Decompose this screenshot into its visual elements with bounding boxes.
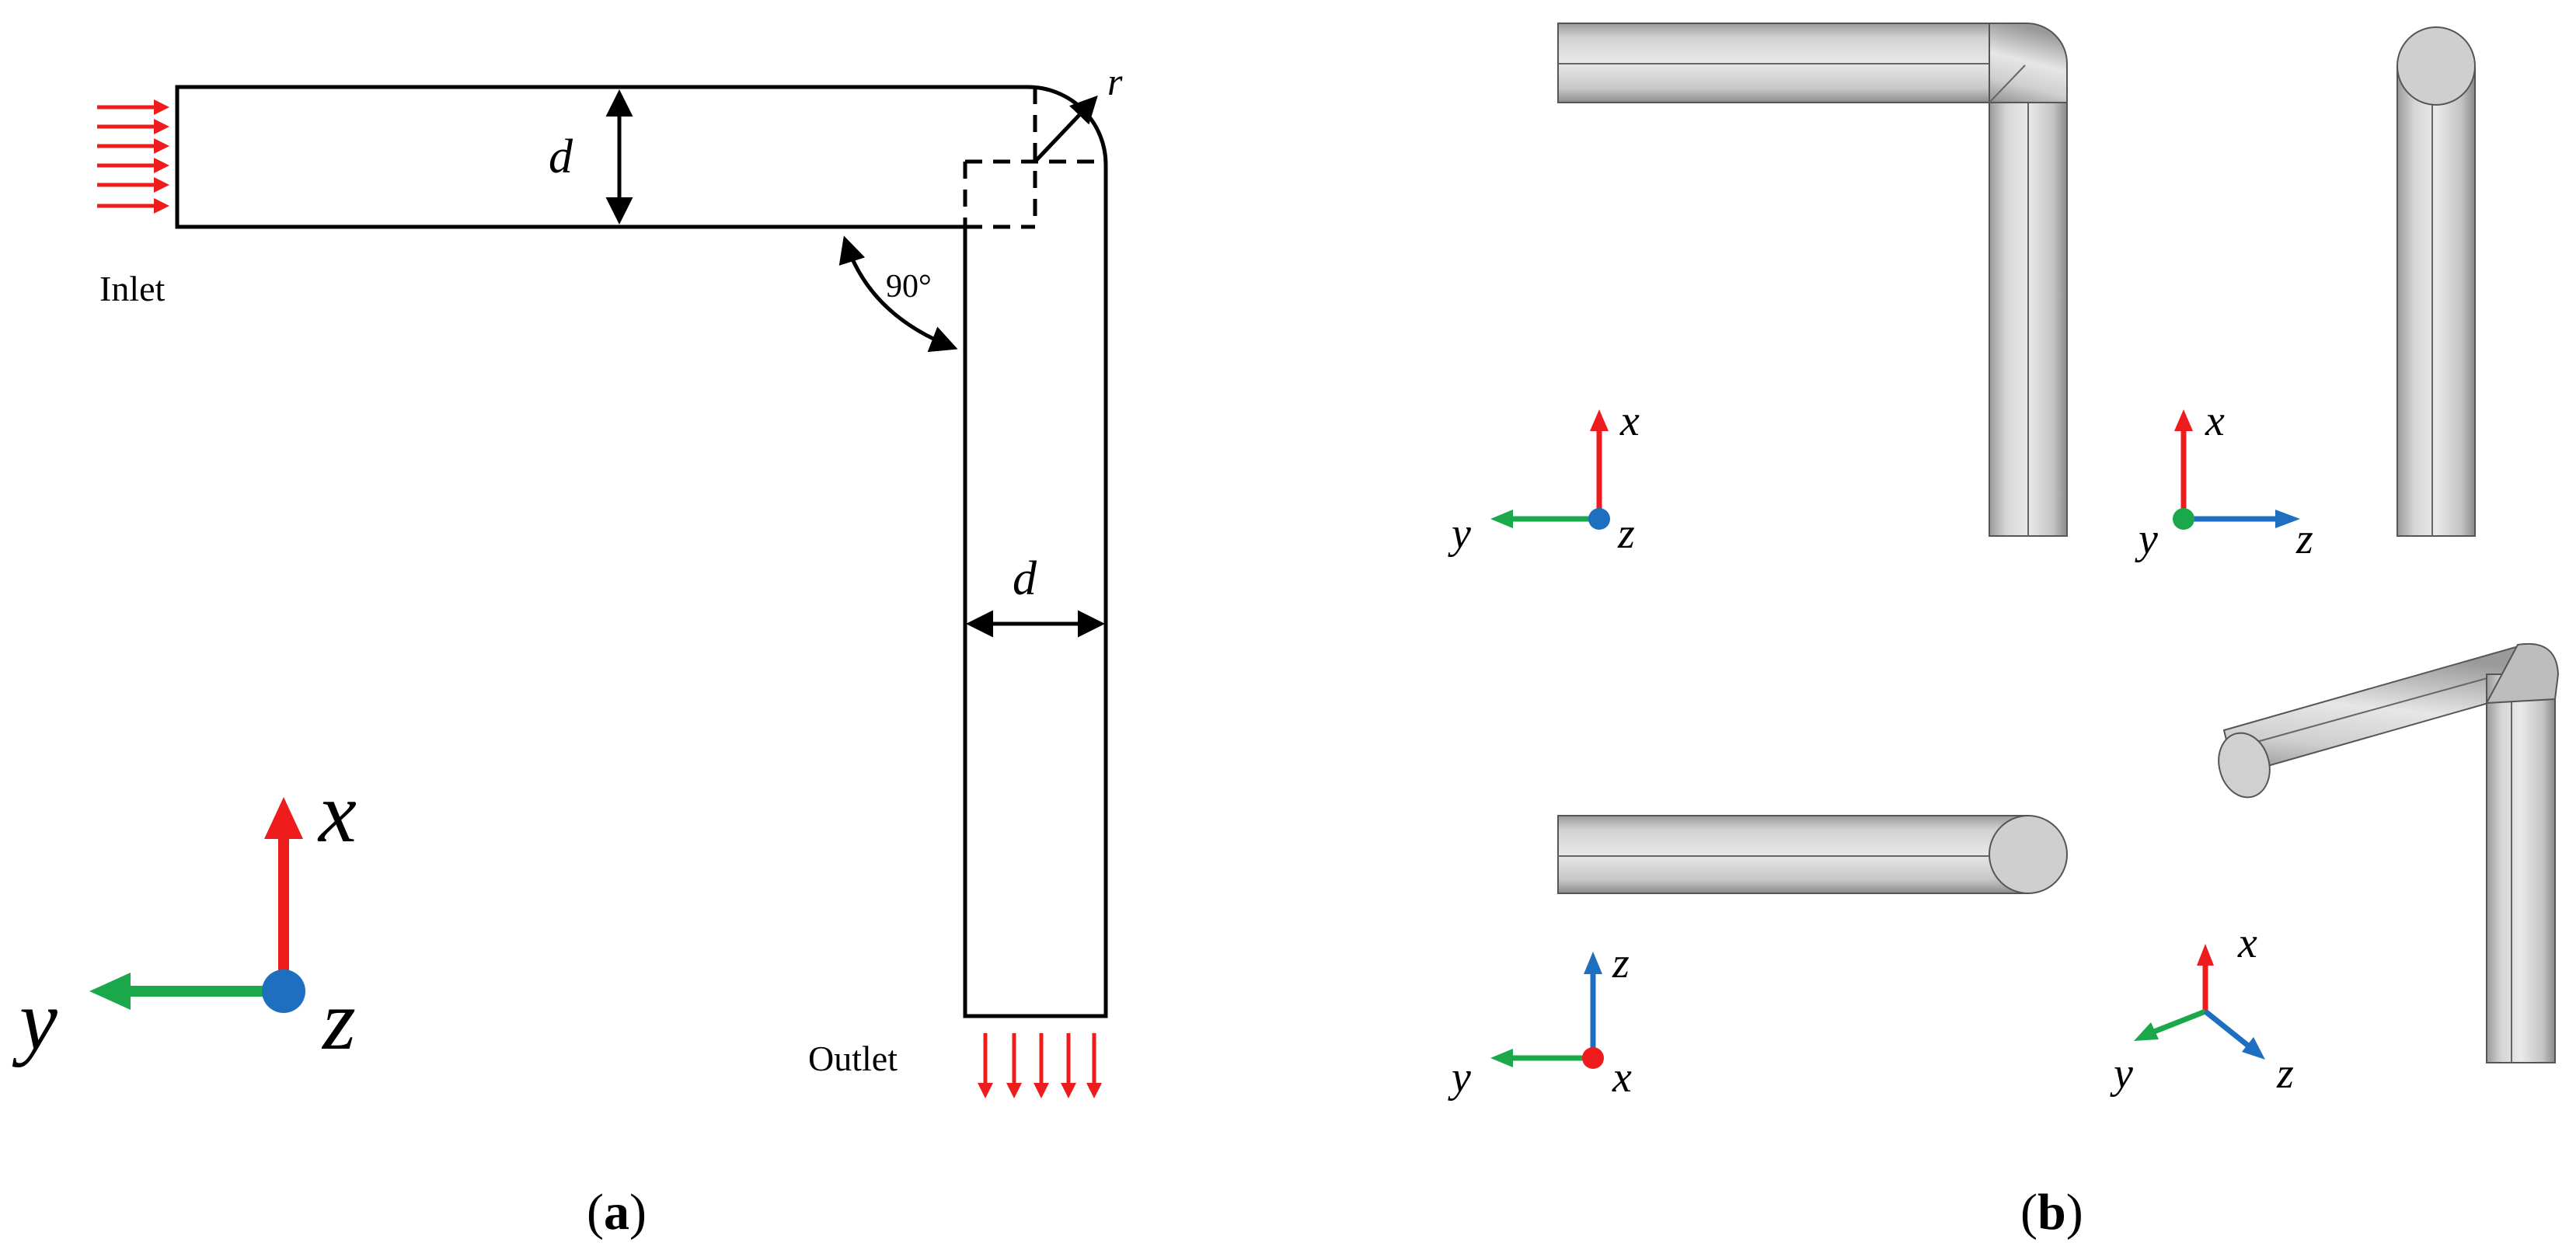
view2-center-label: y — [2135, 515, 2158, 563]
axis-label-y: y — [12, 973, 58, 1067]
diameter-label-top: d — [549, 131, 573, 183]
outlet-flow-arrows — [978, 1033, 1102, 1098]
view2-up-label: x — [2205, 397, 2225, 445]
axis-triad-main: x y z — [12, 765, 357, 1067]
view3-up-label: z — [1612, 939, 1630, 987]
inlet-flow-arrows — [97, 99, 169, 214]
panel-a: r d d 90° Inlet Outlet x y — [12, 60, 1123, 1241]
view4-left-label: y — [2110, 1049, 2133, 1098]
panel-b: x y z x z y — [1448, 23, 2560, 1241]
angle-arc — [838, 235, 958, 353]
axis-triad-view4: x y z — [2110, 919, 2294, 1098]
pipe-view-top — [1557, 23, 2068, 537]
view3-left-label: y — [1448, 1053, 1471, 1102]
view1-up-label: x — [1619, 397, 1640, 445]
outlet-label: Outlet — [808, 1039, 898, 1078]
axis-label-z: z — [321, 973, 356, 1067]
inlet-label: Inlet — [99, 269, 166, 308]
axis-triad-view1: x y z — [1448, 397, 1640, 558]
caption-b: (b) — [2020, 1184, 2083, 1241]
view1-center-label: z — [1617, 510, 1635, 558]
diameter-label-side: d — [1013, 552, 1037, 605]
radius-arrow — [1034, 95, 1098, 163]
view4-right-label: z — [2276, 1049, 2294, 1098]
pipe-view-side — [2396, 26, 2476, 537]
axis-triad-view2: x z y — [2135, 397, 2313, 563]
pipe-view-front — [1557, 815, 2068, 894]
caption-a: (a) — [587, 1184, 647, 1241]
angle-label: 90° — [886, 269, 932, 305]
pipe-view-isometric — [2218, 642, 2560, 1063]
axis-label-x: x — [317, 765, 357, 860]
axis-triad-view3: z y x — [1448, 939, 1632, 1102]
view3-center-label: x — [1612, 1053, 1632, 1102]
view1-left-label: y — [1448, 510, 1471, 558]
radius-label: r — [1107, 60, 1123, 103]
view4-up-label: x — [2237, 919, 2257, 967]
view2-right-label: z — [2295, 515, 2313, 563]
